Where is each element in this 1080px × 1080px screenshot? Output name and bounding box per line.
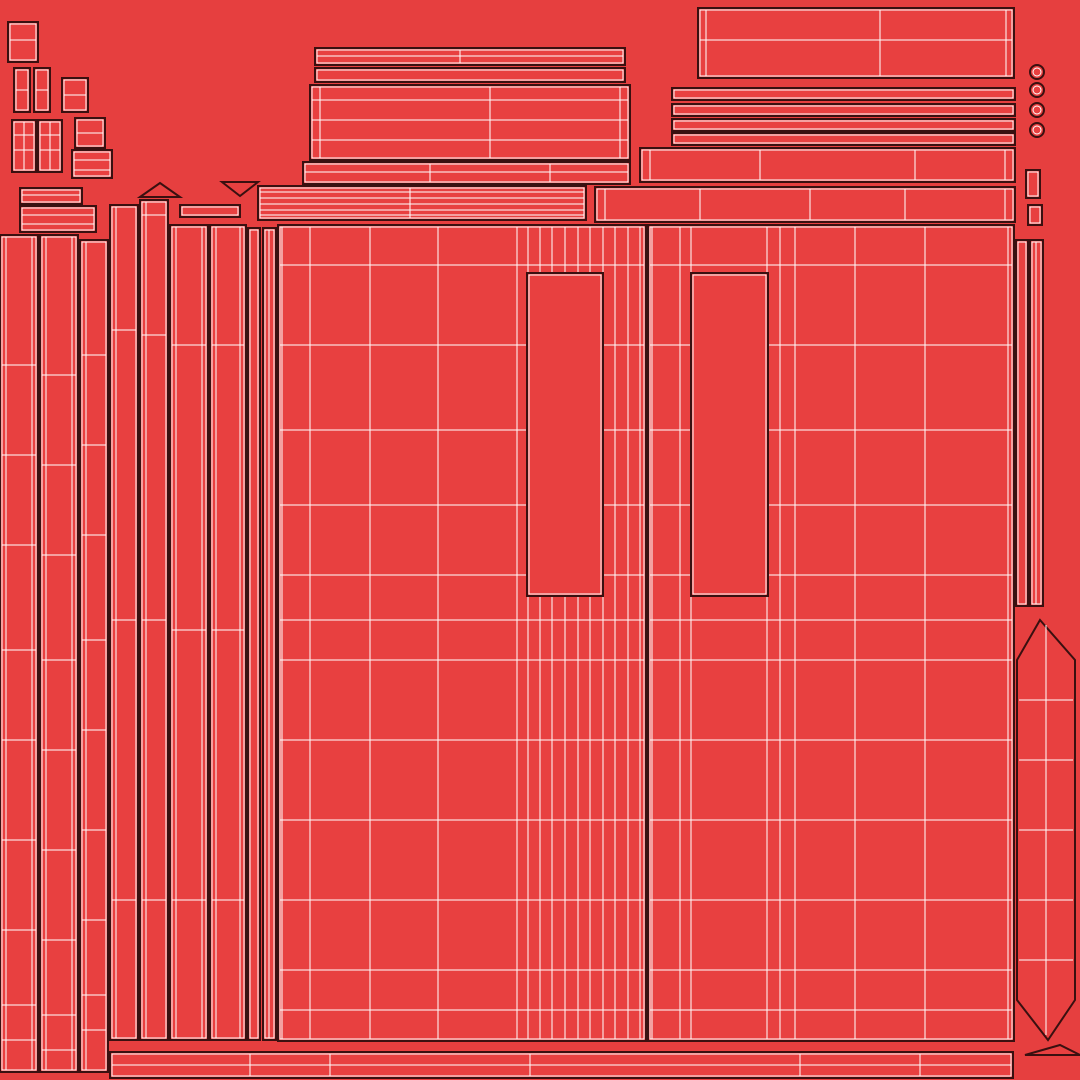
small-tile-8 [71, 149, 113, 179]
right-column-a [1015, 239, 1029, 607]
small-bar [179, 204, 241, 218]
strip-1-inner-edge [1, 236, 37, 1071]
strip-7-inner-edge [211, 226, 245, 1039]
window-opening-left [526, 272, 604, 597]
small-tile-9 [1025, 169, 1041, 199]
strip-4 [109, 204, 139, 1041]
bolt-circle-inner [1032, 125, 1042, 135]
window-opening-left-inner-edge [528, 274, 602, 595]
window-opening-right-inner-edge [692, 274, 767, 595]
right-strip-c-inner-edge [673, 120, 1014, 130]
strip-8 [247, 227, 261, 1041]
right-strip-c [671, 118, 1016, 132]
long-strip-inner-edge [596, 188, 1014, 221]
top-strip-b-inner-edge [316, 69, 624, 81]
small-tile-9-inner-edge [1027, 171, 1039, 197]
small-tile-4-inner-edge [9, 23, 37, 61]
right-strip-a-inner-edge [673, 89, 1014, 99]
small-wedge [136, 181, 184, 198]
top-right-panel-inner-edge [699, 9, 1013, 77]
strip-4-inner-edge [111, 206, 137, 1039]
bolt-circle [1029, 122, 1045, 138]
small-tile-10-inner-edge [1029, 206, 1041, 224]
bolt-circle-inner [1032, 105, 1042, 115]
top-strip-c-inner-edge [304, 163, 629, 183]
bolt-circle [1029, 82, 1045, 98]
right-strip-a [671, 87, 1016, 101]
strip-8-inner-edge [249, 229, 259, 1039]
door-panel-left-inner-edge [279, 226, 645, 1040]
top-strip-c [302, 161, 631, 185]
small-wedge [219, 181, 261, 198]
top-panel-inner-edge [311, 86, 629, 159]
right-strip-b-inner-edge [673, 105, 1014, 115]
small-tile-10 [1027, 204, 1043, 226]
right-strip-d-inner-edge [673, 134, 1014, 144]
top-left-bar-2-inner-edge [21, 207, 95, 231]
strip-3-inner-edge [81, 241, 107, 1071]
bolt-circle [1029, 64, 1045, 80]
strip-7 [209, 224, 247, 1041]
window-opening-right [690, 272, 769, 597]
strip-3 [79, 239, 109, 1073]
bolt-circle [1029, 102, 1045, 118]
top-left-bar-inner-edge [21, 189, 81, 203]
top-strip-b [314, 67, 626, 83]
mid-strip-inner-edge [641, 149, 1014, 181]
mid-strip [639, 147, 1016, 183]
small-bar-inner-edge [181, 206, 239, 216]
strip-2-inner-edge [41, 236, 77, 1071]
strip-6-inner-edge [171, 226, 207, 1039]
top-panel [309, 84, 631, 161]
door-panel-right [647, 224, 1015, 1042]
small-wedge [1024, 1043, 1080, 1056]
right-column-a-inner-edge [1017, 241, 1027, 605]
top-right-panel [697, 7, 1015, 79]
top-left-bar-2 [19, 205, 97, 233]
top-left-bar [19, 187, 83, 205]
bolt-circle-inner [1032, 85, 1042, 95]
bolt-circle-inner [1032, 67, 1042, 77]
top-strip-d-inner-edge [259, 187, 585, 219]
right-strip-d [671, 132, 1016, 146]
small-tile-8-inner-edge [73, 151, 111, 177]
small-tile-4 [7, 21, 39, 63]
long-strip [594, 186, 1016, 223]
door-panel-right-inner-edge [649, 226, 1013, 1040]
right-strip-b [671, 103, 1016, 117]
